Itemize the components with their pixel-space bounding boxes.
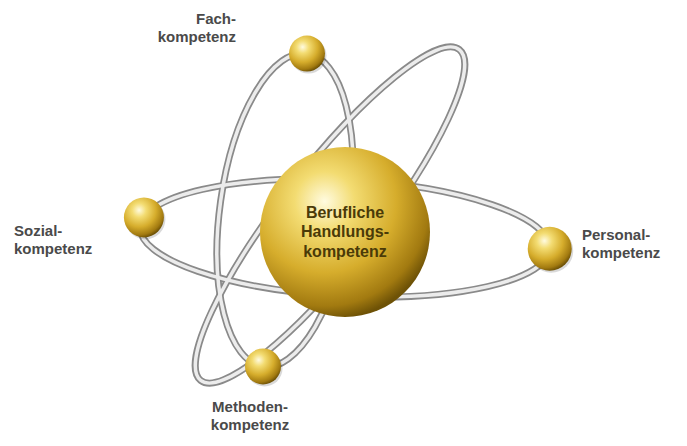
core-sphere: Berufliche Handlungs- kompetenz: [259, 146, 431, 318]
core-sphere-fill: [260, 147, 430, 317]
orbit-rim: [163, 20, 497, 410]
competence-text: Fach- kompetenz: [158, 10, 236, 46]
competence-text: Methoden- kompetenz: [211, 398, 289, 434]
orbit-rings: [137, 20, 553, 410]
core-label: Berufliche Handlungs- kompetenz: [301, 203, 389, 261]
competence-label: Personal- kompetenz: [582, 226, 660, 262]
electron-spheres: [124, 36, 573, 387]
gold-sphere: [528, 227, 572, 271]
gold-sphere: [124, 197, 164, 237]
competence-label: Methoden- kompetenz: [211, 398, 289, 434]
gold-sphere: [245, 348, 281, 384]
competence-label: Sozial- kompetenz: [14, 222, 92, 258]
competence-text: Sozial- kompetenz: [14, 222, 92, 258]
orbit-ring: [163, 20, 497, 410]
competence-text: Personal- kompetenz: [582, 226, 660, 262]
gold-sphere: [289, 36, 325, 72]
competence-label: Fach- kompetenz: [158, 10, 236, 46]
